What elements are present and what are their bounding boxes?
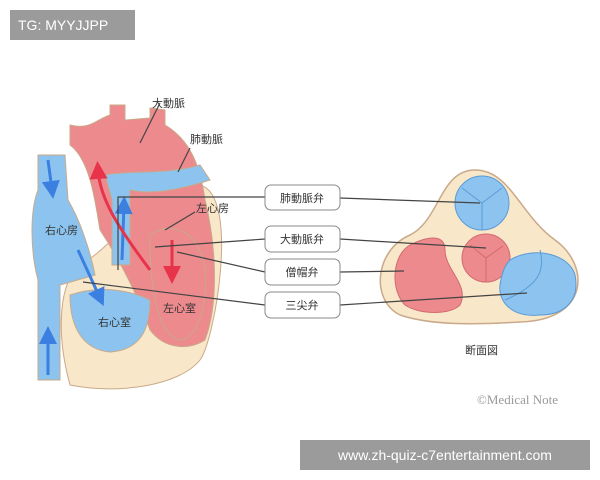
leader-line: [117, 196, 265, 270]
label-right-atrium: 右心房: [45, 223, 78, 237]
valve-label-mitral: 僧帽弁: [286, 265, 319, 279]
left-ventricle: [149, 227, 206, 341]
leader-line: [339, 292, 528, 306]
leader-line: [339, 270, 405, 273]
label-aorta: 大動脈: [152, 96, 185, 110]
valve-label-box: [264, 258, 341, 286]
cross-section-caption: 断面図: [465, 343, 498, 357]
valve-label-tricuspid: 三尖弁: [286, 298, 319, 312]
leader-line: [339, 197, 481, 204]
right-atrium-vena-cava: [31, 154, 96, 381]
label-left-atrium: 左心房: [196, 202, 229, 215]
label-pulmonary-artery: 肺動脈: [190, 132, 223, 146]
valve-label-box: [264, 225, 341, 253]
valve-label-aortic: 大動脈弁: [280, 232, 324, 246]
pulmonary-artery: [104, 164, 211, 266]
credit: ©Medical Note: [477, 392, 558, 407]
leader-line: [154, 238, 266, 248]
tag-label: TG: MYYJJPP: [10, 10, 135, 40]
watermark-url: www.zh-quiz-c7entertainment.com: [300, 440, 590, 470]
label-right-ventricle: 右心室: [98, 315, 131, 329]
heart-illustration: [31, 102, 223, 390]
leader-line: [176, 251, 266, 273]
valve-cross-section: [379, 169, 579, 325]
label-left-ventricle: 左心室: [163, 301, 196, 315]
valve-label-box: [264, 291, 341, 319]
leader-line: [339, 238, 487, 249]
tricuspid-valve: [499, 252, 577, 316]
valve-label-box: [264, 184, 341, 211]
mitral-valve: [394, 237, 463, 313]
leader-line: [82, 281, 266, 306]
valve-label-pulmonary: 肺動脈弁: [280, 191, 324, 205]
